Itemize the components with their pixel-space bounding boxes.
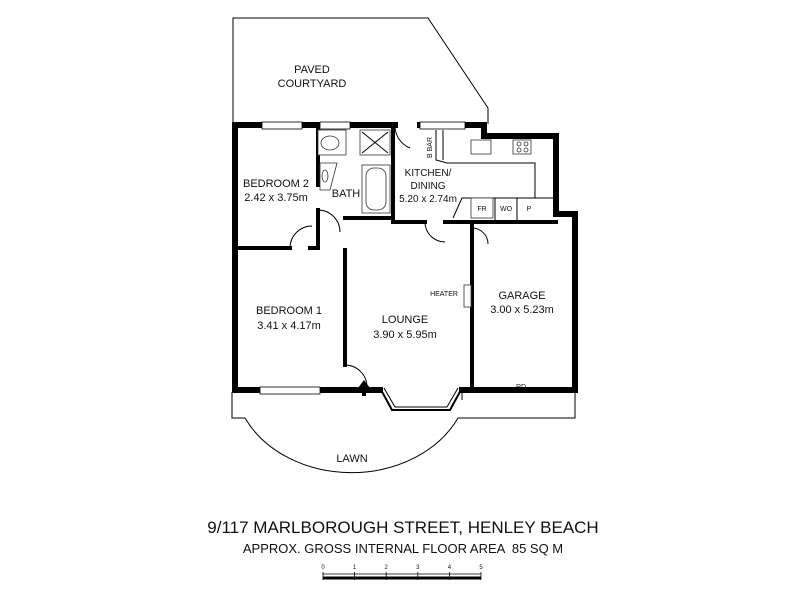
bedroom2-size: 2.42 x 3.75m bbox=[244, 192, 308, 204]
scale-tick: 0 bbox=[321, 565, 325, 571]
bedroom1-label: BEDROOM 1 bbox=[256, 305, 322, 317]
scale-tick: 2 bbox=[385, 565, 389, 571]
heater-label: HEATER bbox=[430, 291, 458, 298]
lawn-label: LAWN bbox=[336, 453, 367, 465]
scale-tick: 1 bbox=[353, 565, 357, 571]
doors bbox=[289, 124, 489, 388]
kitchen-label: KITCHEN/ bbox=[405, 168, 452, 179]
breakfast-bar-label: B BAR bbox=[427, 137, 434, 158]
scale-tick: 3 bbox=[416, 565, 420, 571]
bay-window bbox=[379, 387, 463, 411]
lounge-size: 3.90 x 5.95m bbox=[373, 329, 437, 341]
interior-walls bbox=[235, 126, 558, 390]
courtyard-label: COURTYARD bbox=[278, 78, 347, 90]
plan-subtitle: APPROX. GROSS INTERNAL FLOOR AREA 85 SQ … bbox=[243, 541, 563, 556]
kitchen-size: 5.20 x 2.74m bbox=[399, 194, 457, 205]
scale-tick: 4 bbox=[448, 565, 452, 571]
kitchen-label: DINING bbox=[411, 181, 446, 192]
bedroom1-size: 3.41 x 4.17m bbox=[257, 320, 321, 332]
garage-size: 3.00 x 5.23m bbox=[490, 304, 554, 316]
scale-tick: 5 bbox=[479, 565, 483, 571]
bath-fixtures bbox=[317, 129, 391, 214]
roller-door-label: RD bbox=[516, 384, 526, 391]
scale-bar: 0 1 2 3 4 5 bbox=[321, 565, 483, 580]
plan-title: 9/117 MARLBOROUGH STREET, HENLEY BEACH bbox=[207, 518, 598, 537]
entry-arrow-icon bbox=[358, 380, 370, 396]
kitchen-fixtures bbox=[435, 130, 556, 220]
lawn-outline bbox=[231, 392, 576, 474]
garage-label: GARAGE bbox=[498, 290, 545, 302]
outer-walls bbox=[232, 122, 578, 393]
windows bbox=[259, 121, 466, 395]
courtyard-outline bbox=[232, 17, 489, 126]
bath-label: BATH bbox=[332, 188, 361, 200]
heater bbox=[463, 284, 472, 308]
courtyard-label: PAVED bbox=[294, 64, 330, 76]
bedroom2-label: BEDROOM 2 bbox=[243, 178, 309, 190]
lounge-label: LOUNGE bbox=[382, 314, 428, 326]
wall-oven-label: WO bbox=[500, 206, 513, 213]
fridge-label: FR bbox=[477, 206, 486, 213]
pantry-label: P bbox=[527, 206, 532, 213]
